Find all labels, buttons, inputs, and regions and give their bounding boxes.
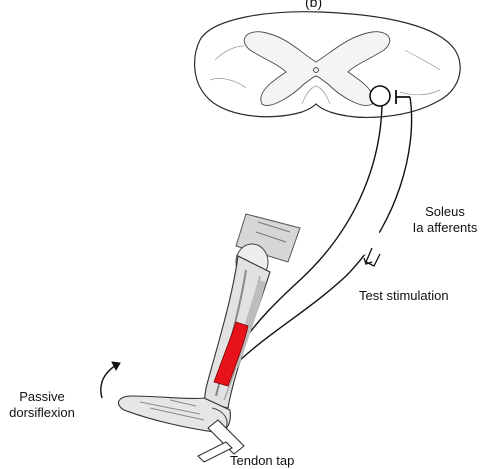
test-stimulation-label: Test stimulation	[359, 288, 449, 304]
tendon-tap-label: Tendon tap	[230, 453, 294, 469]
passive-label-line2: dorsiflexion	[0, 405, 84, 421]
motoneuron-cell-body	[370, 86, 390, 106]
passive-label-line1: Passive	[0, 389, 84, 405]
leg-illustration	[118, 214, 300, 432]
soleus-label: Soleus Ia afferents	[403, 204, 487, 236]
soleus-label-line1: Soleus	[403, 204, 487, 220]
soleus-label-line2: Ia afferents	[403, 220, 487, 236]
panel-label: (b)	[305, 0, 322, 10]
passive-dorsiflexion-label: Passive dorsiflexion	[0, 389, 84, 421]
hammer-handle	[198, 442, 232, 462]
spinal-cord-section	[195, 12, 461, 118]
dorsiflexion-arrowhead	[112, 362, 120, 370]
